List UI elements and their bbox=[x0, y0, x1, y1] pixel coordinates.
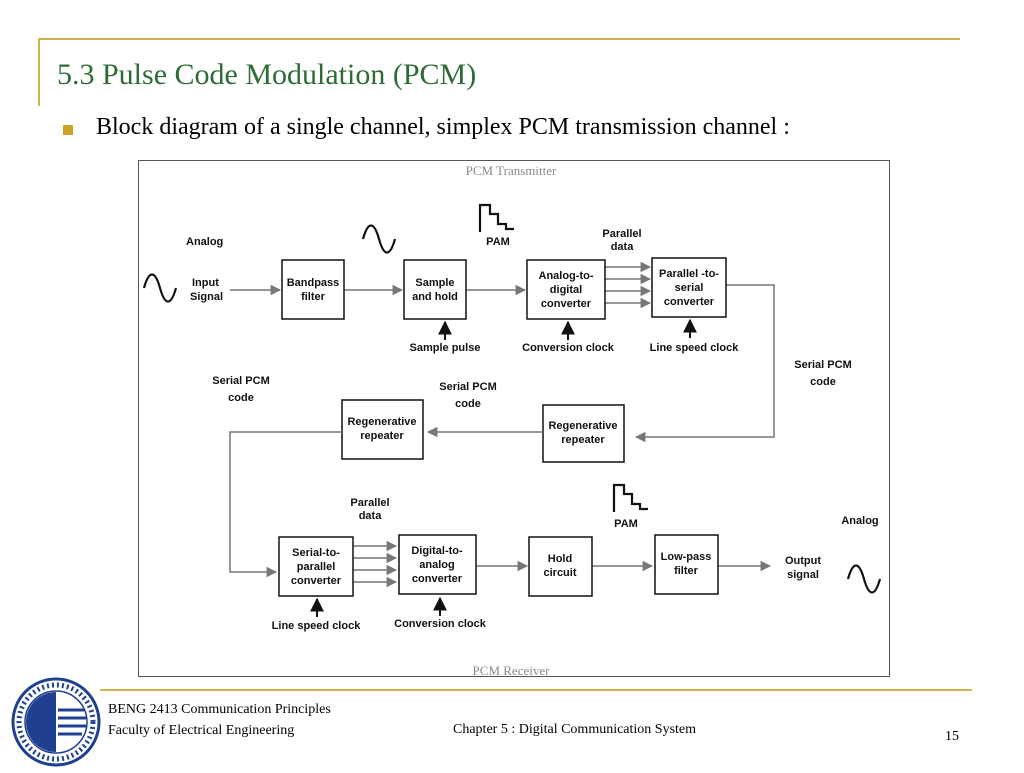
repeater-signal-lines bbox=[229, 426, 543, 578]
pam-rx-label: PAM bbox=[614, 518, 638, 530]
serial-pcm-left-2: code bbox=[228, 392, 254, 404]
parallel-data-rx-2: data bbox=[359, 510, 383, 522]
conversion-clock-tx-label: Conversion clock bbox=[522, 342, 615, 354]
hold-label-2: circuit bbox=[543, 567, 576, 579]
parallel-data-rx-1: Parallel bbox=[350, 497, 389, 509]
block-regenerative-repeater-right: Regenerative repeater bbox=[542, 404, 625, 463]
analog-input-wave-icon bbox=[142, 273, 178, 303]
bandpass-label-2: filter bbox=[301, 291, 326, 303]
analog-in-label: Analog bbox=[186, 236, 223, 248]
dac-label-3: converter bbox=[412, 573, 463, 585]
parallel-data-tx-1: Parallel bbox=[602, 228, 641, 240]
regen-right-label-2: repeater bbox=[561, 434, 605, 446]
block-dac: Digital-to- analog converter bbox=[398, 534, 477, 595]
serial-pcm-mid-2: code bbox=[455, 398, 481, 410]
parallel-data-tx-2: data bbox=[611, 241, 635, 253]
lowpass-label-1: Low-pass bbox=[661, 551, 712, 563]
pcm-block-diagram: PCM Transmitter PCM Receiver Analog Inpu… bbox=[138, 160, 890, 677]
line-speed-clock-tx-label: Line speed clock bbox=[650, 342, 740, 354]
sample-pulse-label: Sample pulse bbox=[410, 342, 481, 354]
input-signal-label-2: Signal bbox=[190, 291, 223, 303]
regen-right-label-1: Regenerative bbox=[548, 420, 617, 432]
serial-pcm-left-1: Serial PCM bbox=[212, 375, 269, 387]
s2p-label-2: parallel bbox=[297, 561, 336, 573]
block-adc: Analog-to- digital converter bbox=[526, 259, 606, 320]
sample-hold-label-2: and hold bbox=[412, 291, 458, 303]
bandpass-label-1: Bandpass bbox=[287, 277, 340, 289]
diagram-border bbox=[138, 160, 890, 677]
pam-tx-label: PAM bbox=[486, 236, 510, 248]
dac-label-1: Digital-to- bbox=[411, 545, 463, 557]
footer-rule bbox=[100, 689, 972, 691]
analog-output-wave-icon bbox=[846, 564, 882, 594]
slide-title: 5.3 Pulse Code Modulation (PCM) bbox=[57, 58, 477, 91]
serial-pcm-right-2: code bbox=[810, 376, 836, 388]
s2p-label-3: converter bbox=[291, 575, 342, 587]
adc-label-2: digital bbox=[550, 284, 582, 296]
bullet-square-icon bbox=[63, 125, 73, 135]
left-rule bbox=[38, 38, 40, 106]
conversion-clock-rx-label: Conversion clock bbox=[394, 618, 487, 630]
block-parallel-to-serial: Parallel -to- serial converter bbox=[651, 257, 727, 318]
dac-label-2: analog bbox=[419, 559, 454, 571]
line-speed-clock-rx-label: Line speed clock bbox=[272, 620, 362, 632]
tx-signal-lines bbox=[230, 261, 775, 443]
university-logo-icon bbox=[10, 676, 102, 773]
adc-label-3: converter bbox=[541, 298, 592, 310]
analog-out-label: Analog bbox=[841, 515, 878, 527]
serial-pcm-mid-1: Serial PCM bbox=[439, 381, 496, 393]
sample-hold-label-1: Sample bbox=[415, 277, 454, 289]
block-serial-to-parallel: Serial-to- parallel converter bbox=[278, 536, 354, 597]
bullet-text: Block diagram of a single channel, simpl… bbox=[96, 114, 790, 140]
rx-clock-arrows bbox=[310, 596, 447, 617]
sampled-wave-icon bbox=[361, 224, 397, 254]
footer-faculty: Faculty of Electrical Engineering bbox=[108, 723, 295, 738]
input-signal-label-1: Input bbox=[192, 277, 219, 289]
block-lowpass-filter: Low-pass filter bbox=[654, 534, 719, 595]
output-signal-label-1: Output bbox=[785, 555, 821, 567]
block-regenerative-repeater-left: Regenerative repeater bbox=[341, 399, 424, 460]
serial-pcm-right-1: Serial PCM bbox=[794, 359, 851, 371]
p2s-label-2: serial bbox=[675, 282, 704, 294]
regen-left-label-1: Regenerative bbox=[347, 416, 416, 428]
s2p-label-1: Serial-to- bbox=[292, 547, 340, 559]
output-signal-label-2: signal bbox=[787, 569, 819, 581]
block-bandpass-filter: Bandpass filter bbox=[281, 259, 345, 320]
footer-chapter: Chapter 5 : Digital Communication System bbox=[453, 722, 697, 737]
regen-left-label-2: repeater bbox=[360, 430, 404, 442]
tx-clock-arrows bbox=[438, 318, 697, 340]
block-sample-and-hold: Sample and hold bbox=[403, 259, 467, 320]
block-hold-circuit: Hold circuit bbox=[528, 536, 593, 597]
p2s-label-3: converter bbox=[664, 296, 715, 308]
receiver-caption: PCM Receiver bbox=[473, 663, 551, 677]
top-rule bbox=[38, 38, 960, 40]
pam-rx-pulse-icon bbox=[612, 483, 648, 512]
rx-signal-lines bbox=[353, 540, 772, 588]
transmitter-caption: PCM Transmitter bbox=[466, 163, 557, 178]
p2s-label-1: Parallel -to- bbox=[659, 268, 719, 280]
lowpass-label-2: filter bbox=[674, 565, 699, 577]
page-number: 15 bbox=[945, 729, 959, 744]
pam-tx-pulse-icon bbox=[478, 203, 514, 232]
hold-label-1: Hold bbox=[548, 553, 572, 565]
adc-label-1: Analog-to- bbox=[539, 270, 594, 282]
footer-course: BENG 2413 Communication Principles bbox=[108, 702, 331, 717]
